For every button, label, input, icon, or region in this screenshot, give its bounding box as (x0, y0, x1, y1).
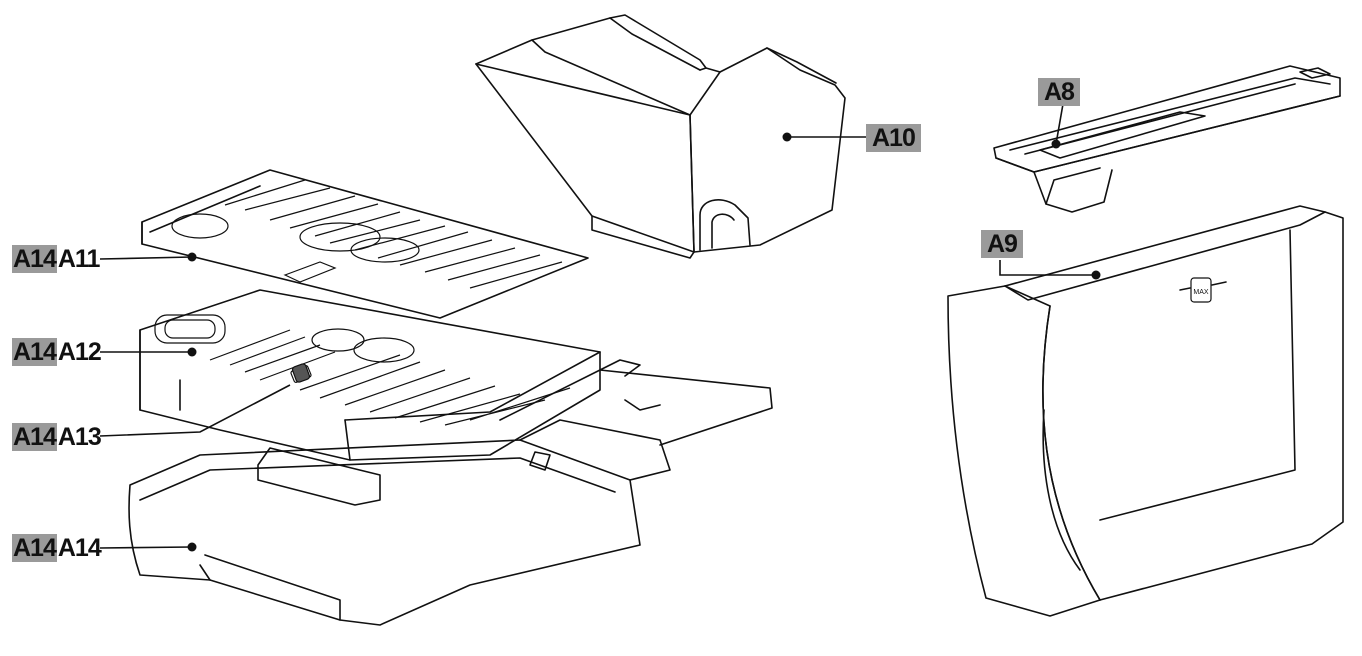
part-a14-drip-tray (99, 359, 773, 626)
part-a10-container (475, 14, 866, 259)
label-a9: A9 (981, 230, 1023, 258)
max-mark: MAX (1193, 289, 1209, 296)
part-a13-float (99, 363, 311, 437)
part-a11-upper-grid (99, 169, 589, 319)
part-a9-water-tank: MAX (947, 205, 1344, 617)
part-a12-drip-plate (100, 289, 601, 461)
label-a10: A10 (866, 124, 921, 152)
label-a8: A8 (1038, 78, 1080, 106)
part-a8-lid (993, 65, 1341, 213)
